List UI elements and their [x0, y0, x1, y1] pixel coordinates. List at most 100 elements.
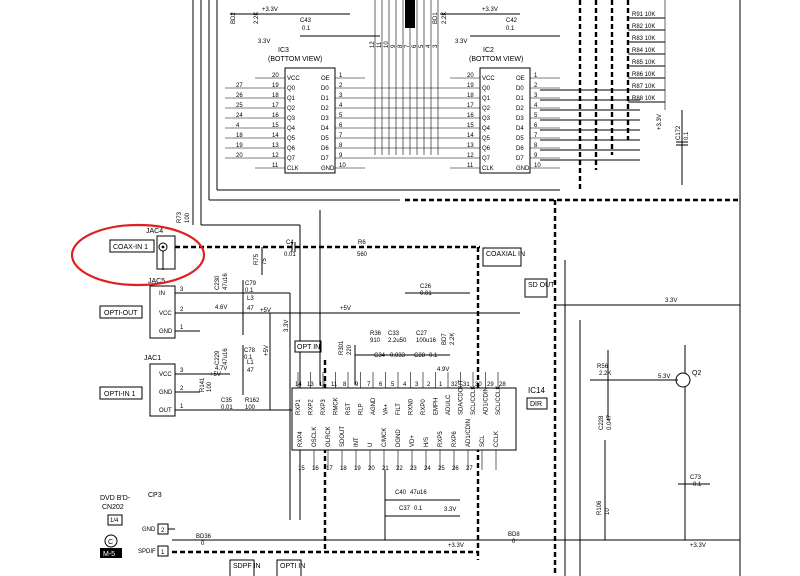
ic-pin-number: 9	[339, 153, 343, 159]
svg-text:910: 910	[370, 338, 381, 344]
svg-text:C42: C42	[506, 18, 518, 24]
bus-pin-number: 7	[405, 44, 411, 48]
svg-text:0.1: 0.1	[693, 482, 702, 488]
ic14-pin-label: AD1/CDIN	[466, 419, 472, 447]
ext-pin-number: 19	[236, 143, 243, 149]
ic-pin-label: D4	[516, 126, 524, 132]
ic14-pin-number: 6	[379, 382, 383, 388]
svg-text:47u16: 47u16	[223, 348, 229, 365]
svg-text:C34: C34	[374, 353, 386, 359]
ic14-pin-number: 17	[326, 466, 333, 472]
ext-pin-number: 18	[236, 133, 243, 139]
svg-text:JAC5: JAC5	[148, 278, 165, 285]
lower-passives: C40 47u16 C37 0.1 3.3V +3.3V +3.3V BD36 …	[172, 470, 740, 549]
ic14-pin-number: 19	[354, 466, 361, 472]
svg-text:4.7V: 4.7V	[215, 366, 227, 372]
svg-text:10: 10	[605, 508, 611, 515]
ic-pin-number: 19	[467, 83, 474, 89]
ic14-pin-number: 7	[367, 382, 371, 388]
svg-text:BD2: BD2	[231, 12, 237, 24]
ext-pin-number: 20	[236, 153, 243, 159]
svg-text:R162: R162	[245, 398, 260, 404]
bus-pin-number: 4	[426, 44, 432, 48]
ic-pin-number: 20	[467, 73, 474, 79]
ic-pin-number: 13	[272, 143, 279, 149]
svg-text:GND: GND	[159, 329, 173, 335]
ic-pin-number: 15	[467, 123, 474, 129]
svg-text:SD OUT: SD OUT	[528, 282, 555, 289]
ic-pin-number: 16	[272, 113, 279, 119]
ic-pin-number: 14	[272, 133, 279, 139]
resistor-label: R84 10K	[632, 48, 655, 54]
svg-text:C: C	[108, 539, 113, 546]
ic-pin-label: D7	[321, 156, 329, 162]
svg-text:47u16: 47u16	[410, 490, 427, 496]
svg-text:CN202: CN202	[102, 504, 124, 511]
svg-text:OUT: OUT	[159, 408, 172, 414]
ext-pin-number: 26	[236, 93, 243, 99]
svg-text:VCC: VCC	[159, 372, 172, 378]
svg-text:2.2u50: 2.2u50	[388, 338, 407, 344]
svg-text:560: 560	[357, 252, 368, 258]
svg-text:JAC1: JAC1	[144, 355, 161, 362]
ic14-pin-label: RXP3	[321, 399, 327, 415]
svg-text:Q2: Q2	[692, 370, 701, 377]
svg-text:BD7: BD7	[442, 333, 448, 345]
ic-pin-label: D6	[321, 146, 329, 152]
ic-pin-number: 1	[339, 73, 343, 79]
ic-pin-label: D0	[321, 86, 329, 92]
ic-pin-label: Q4	[482, 126, 491, 132]
ic-pin-number: 10	[339, 163, 346, 169]
ic3-left-pins: VCC20Q019Q118Q217Q316Q415Q514Q613Q712CLK…	[225, 73, 300, 172]
ic-pin-number: 6	[339, 123, 343, 129]
ic2-left-pins: VCC20Q019Q118Q217Q316Q415Q514Q613Q712CLK…	[450, 73, 495, 172]
svg-text:2: 2	[180, 386, 184, 392]
resistor-label: R87 10K	[632, 84, 655, 90]
ic14-pin-label: FILT	[396, 403, 402, 415]
left-vertical-wires	[192, 0, 560, 226]
ic-pin-number: 7	[339, 133, 343, 139]
top-power-lines: +3.3V +3.3V C43 0.1 C42 0.1 BD2 2.2K BD1…	[230, 7, 560, 45]
ic-pin-number: 20	[272, 73, 279, 79]
ic-pin-label: Q6	[482, 146, 491, 152]
ic14-pin-number: 28	[499, 382, 506, 388]
svg-text:100: 100	[207, 381, 213, 392]
svg-text:75: 75	[262, 258, 268, 265]
svg-text:100: 100	[185, 212, 191, 223]
ic14-pin-label: RST	[346, 403, 352, 415]
ic-pin-label: D7	[516, 156, 524, 162]
svg-text:OPT IN: OPT IN	[297, 344, 320, 351]
ic-pin-label: D3	[516, 116, 524, 122]
ic14-pin-label: AGND	[371, 397, 377, 415]
svg-text:R36: R36	[370, 331, 382, 337]
svg-text:100u16: 100u16	[416, 338, 437, 344]
ic-pin-label: GND	[516, 166, 530, 172]
svg-text:1/4: 1/4	[110, 518, 119, 524]
ic-pin-label: Q7	[482, 156, 491, 162]
ic-pin-number: 1	[534, 73, 538, 79]
ic-pin-label: D5	[321, 136, 329, 142]
ic14-pin-number: 32	[451, 382, 458, 388]
ic14-pin-label: AD1/CDIN	[484, 387, 490, 415]
input-passives: R73 100 C4 0.01 R6 560 R75 75 C230 47u16…	[177, 211, 368, 520]
ic-pin-label: Q1	[482, 96, 491, 102]
ic-pin-number: 8	[339, 143, 343, 149]
svg-text:0.1: 0.1	[245, 288, 254, 294]
ic-pin-label: D1	[321, 96, 329, 102]
ic-pin-label: Q0	[287, 86, 296, 92]
svg-text:C27: C27	[416, 331, 428, 337]
svg-text:5.3V: 5.3V	[658, 374, 670, 380]
svg-text:C73: C73	[690, 475, 702, 481]
ic14-pin-number: 30	[475, 382, 482, 388]
transistor-q2-area: 3.3V R56 2.2K 5.3V Q2 C228 0.047 R106 10…	[555, 260, 740, 576]
svg-text:47u16: 47u16	[223, 273, 229, 290]
svg-text:GND: GND	[142, 527, 156, 533]
svg-text:C4: C4	[286, 240, 294, 246]
resistor-label: R82 10K	[632, 24, 655, 30]
bus-pin-number: 8	[398, 44, 404, 48]
svg-text:0.033: 0.033	[390, 353, 406, 359]
ic-pin-number: 11	[272, 163, 279, 169]
svg-text:2: 2	[180, 307, 184, 313]
